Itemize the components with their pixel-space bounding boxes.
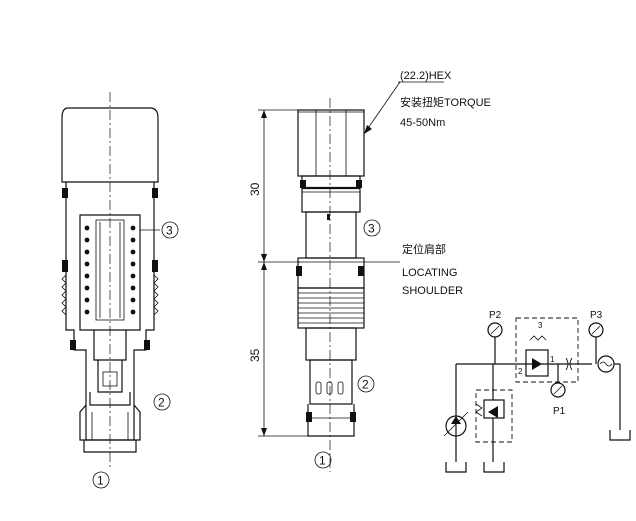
- external-oring-2-left: [296, 266, 302, 276]
- section-spool-hole: [102, 371, 118, 387]
- section-oring-low-right: [144, 340, 150, 350]
- section-oring-mid-left: [62, 260, 68, 272]
- tank-middle: [483, 462, 505, 473]
- section-oring-top-left: [62, 188, 68, 198]
- pump-variable-arrow: [443, 411, 469, 437]
- throttle-symbol: [565, 357, 573, 371]
- section-oring-mid-right: [152, 260, 158, 272]
- callout-torque-value: 45-50Nm: [400, 117, 445, 129]
- section-port3-circle: [161, 221, 179, 239]
- callout-hex-text: (22.2)HEX: [400, 70, 452, 82]
- section-seat: [89, 392, 131, 406]
- cage-slot-1: [315, 381, 322, 395]
- section-threads: [61, 274, 159, 316]
- external-neck: [301, 175, 361, 213]
- dimension-upper-value: 30: [248, 182, 262, 196]
- section-hex-head: [61, 107, 159, 183]
- external-threads: [297, 287, 365, 329]
- label-p1: P1: [553, 406, 566, 417]
- external-nose: [307, 404, 355, 437]
- external-lower-body: [305, 327, 357, 361]
- section-view: 3 2 1: [61, 92, 179, 489]
- section-port1-circle: [92, 471, 110, 489]
- external-port1-circle: [314, 451, 332, 469]
- external-oring-2-right: [358, 266, 364, 276]
- relief-valve-pilot: [475, 389, 513, 443]
- relief-valve-arrow: [488, 406, 498, 418]
- cage-slot-3: [337, 381, 344, 395]
- external-port3-hole: [327, 214, 330, 220]
- section-spool-stem: [97, 360, 123, 393]
- callout-shoulder: 定位肩部 LOCATING SHOULDER: [364, 242, 463, 297]
- label-p2: P2: [489, 310, 502, 321]
- hydraulic-schematic: P2 3 2 1 P1 P3: [443, 310, 631, 473]
- valve-dashed-envelope: [515, 317, 579, 383]
- relief-valve-body: [483, 399, 505, 419]
- label-pos3: 3: [538, 321, 543, 330]
- section-spring: [84, 219, 136, 321]
- cage-slot-2: [326, 381, 333, 395]
- external-port2-label: 2: [362, 378, 369, 392]
- callout-torque: (22.2)HEX 安装扭矩TORQUE 45-50Nm: [363, 70, 491, 135]
- gauge-p1-needle: [553, 385, 563, 395]
- external-hex-head: [297, 109, 365, 177]
- external-port3-label: 3: [368, 222, 375, 236]
- external-port2-circle: [357, 375, 375, 393]
- callout-shoulder-line1: LOCATING: [402, 267, 457, 279]
- external-oring-1-left: [300, 180, 306, 188]
- dimension-lower: 35: [248, 262, 308, 437]
- label-pos2: 2: [518, 367, 523, 376]
- gauge-p3-needle: [591, 325, 601, 335]
- section-port1-label: 1: [97, 474, 104, 488]
- external-shoulder: [297, 257, 365, 289]
- dimension-upper: 30: [248, 109, 300, 263]
- tank-right: [609, 430, 631, 441]
- external-oring-1-right: [356, 180, 362, 188]
- section-port3-label: 3: [166, 224, 173, 238]
- callout-shoulder-line2: SHOULDER: [402, 285, 463, 297]
- section-spool: [93, 330, 127, 361]
- tank-left: [445, 462, 467, 473]
- external-port3-circle: [363, 219, 381, 237]
- section-oring-top-right: [152, 188, 158, 198]
- external-port1-label: 1: [319, 454, 326, 468]
- relief-valve-spring: [475, 403, 483, 417]
- external-oring-3-left: [306, 412, 312, 422]
- external-oring-3-right: [350, 412, 356, 422]
- label-pos1: 1: [550, 355, 555, 364]
- section-nose-tip: [83, 440, 137, 453]
- label-p3: P3: [590, 310, 603, 321]
- external-upper-body: [305, 211, 357, 259]
- dimension-lower-value: 35: [248, 348, 262, 362]
- section-port2-label: 2: [158, 396, 165, 410]
- section-nose-bore: [91, 412, 129, 440]
- callout-shoulder-cn: 定位肩部: [402, 242, 446, 256]
- valve-flow-arrow: [532, 358, 542, 370]
- section-nose: [79, 404, 141, 441]
- flow-meter-wave: [599, 361, 613, 367]
- callout-torque-text: 安装扭矩TORQUE: [400, 95, 491, 109]
- valve-spring: [529, 335, 547, 341]
- section-port2-circle: [153, 393, 171, 411]
- section-inner-bore: [79, 214, 141, 331]
- gauge-p2-needle: [490, 325, 500, 335]
- section-oring-low-left: [70, 340, 76, 350]
- valve-element: [525, 349, 549, 377]
- external-view: 3 2 1: [248, 70, 491, 472]
- external-cage: [309, 359, 353, 405]
